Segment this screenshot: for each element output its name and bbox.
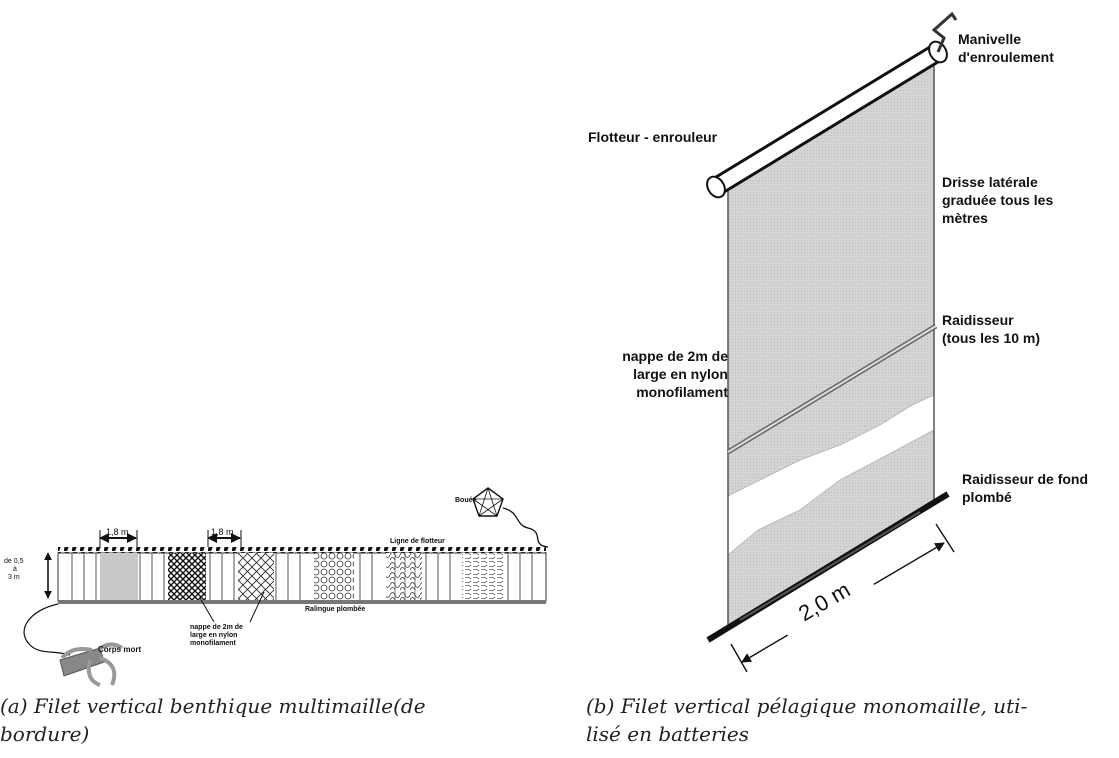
caption-a: (a) Filet vertical benthique multimaille… — [0, 692, 520, 748]
label-width-1: 1,8 m — [106, 527, 129, 537]
caption-a-line-1: (a) Filet vertical benthique multimaille… — [0, 694, 426, 718]
label-bottom-2: plombé — [962, 489, 1012, 505]
label-buoy: Bouée — [455, 497, 477, 504]
label-float-line: Ligne de flotteur — [390, 538, 445, 545]
anchor-weight — [59, 642, 124, 687]
buoy-shape — [472, 487, 504, 517]
label-stiffener-2: (tous les 10 m) — [942, 330, 1041, 346]
buoy-rope — [502, 507, 549, 548]
lead-line — [58, 600, 546, 604]
label-crank-1: Manivelle — [958, 31, 1022, 47]
label-nappe-b-2: large en nylon — [633, 366, 728, 382]
label-rope-2: graduée tous les — [942, 192, 1054, 208]
label-nappe-a-1: nappe de 2m de — [190, 624, 243, 631]
label-bottom-1: Raidisseur de fond — [962, 471, 1089, 487]
anchor-rope — [23, 603, 71, 656]
float-roller — [706, 40, 948, 199]
caption-a-line-2: bordure) — [0, 722, 90, 746]
caption-b-line-1: (b) Filet vertical pélagique monomaille,… — [586, 694, 1028, 718]
mesh-panel-fine — [168, 553, 206, 601]
label-crank-2: d'enroulement — [958, 49, 1054, 65]
label-nappe-a-3: monofilament — [190, 640, 236, 647]
label-float-roller: Flotteur - enrouleur — [588, 129, 718, 145]
label-rope-1: Drisse latérale — [942, 174, 1038, 190]
label-nappe-b-1: nappe de 2m de — [622, 348, 728, 364]
net-panel-upper — [728, 64, 934, 496]
label-anchor: Corps mort — [98, 645, 142, 654]
mesh-panel-wave — [386, 553, 422, 601]
mesh-panel-medium — [238, 553, 274, 601]
figure-b-drawing: 2,0 m — [706, 11, 958, 673]
mesh-panel-curl — [462, 553, 504, 601]
label-nappe-a-2: large en nylon — [190, 632, 238, 639]
caption-b: (b) Filet vertical pélagique monomaille,… — [586, 692, 1106, 748]
float-line — [58, 547, 546, 553]
label-stiffener-1: Raidisseur — [942, 312, 1014, 328]
caption-b-line-2: lisé en batteries — [586, 722, 750, 746]
label-height-bot: 3 m — [8, 574, 20, 581]
label-height-mid: à — [13, 566, 17, 573]
mesh-panel-round — [314, 553, 354, 601]
label-nappe-b-3: monofilament — [636, 384, 728, 400]
label-width-2: 1,8 m — [211, 527, 234, 537]
label-lead-line: Ralingue plombée — [305, 606, 366, 613]
mesh-panel-grey — [100, 553, 138, 601]
crank-handle — [931, 11, 958, 53]
label-height-top: de 0,5 — [4, 558, 24, 565]
label-rope-3: mètres — [942, 210, 988, 226]
figure-a-drawing — [23, 487, 549, 687]
